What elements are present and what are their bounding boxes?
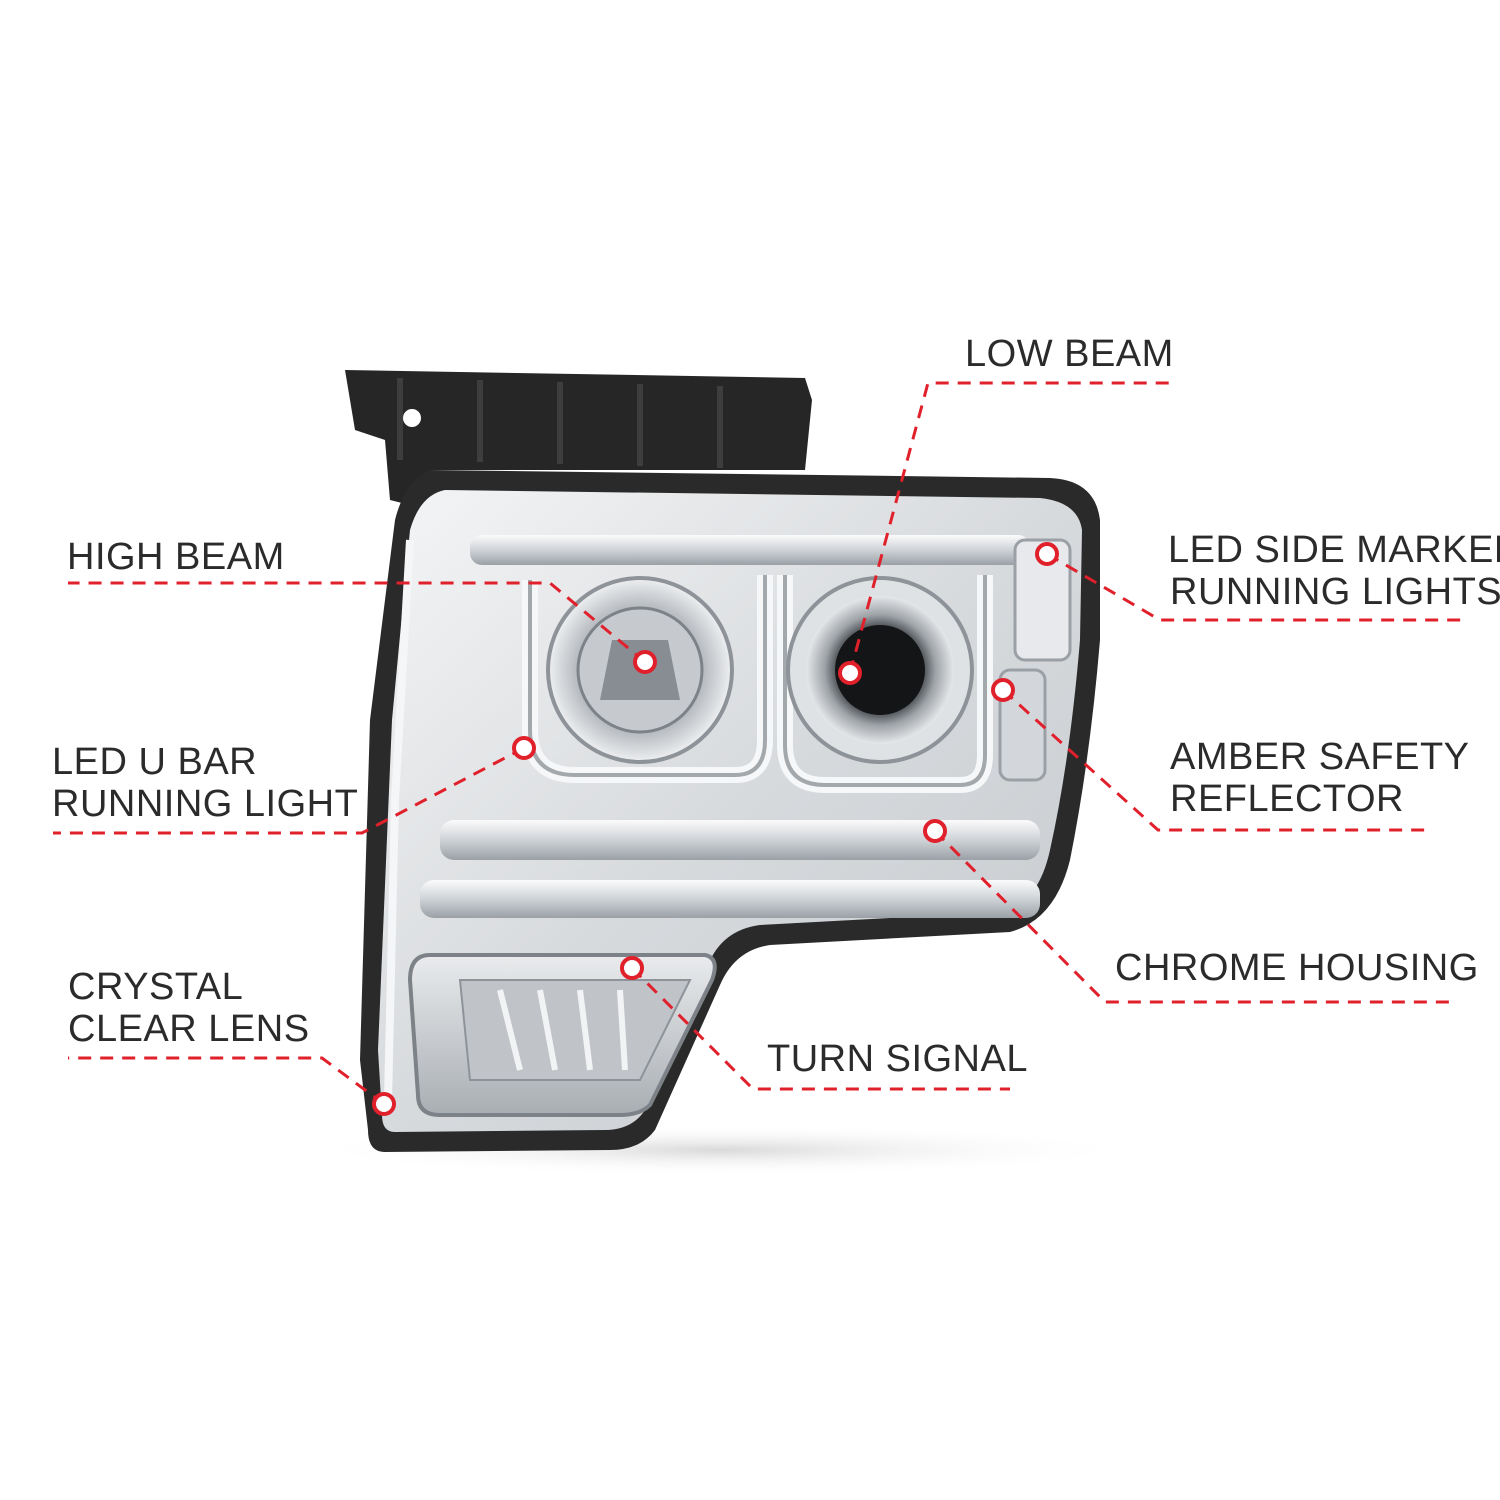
turn-signal-callout-dot bbox=[620, 956, 644, 980]
led-u-bar-callout-dot bbox=[512, 736, 536, 760]
chrome-bar-2 bbox=[420, 880, 1040, 918]
led-side-marker-callout-dot bbox=[1035, 542, 1059, 566]
crystal-clear-label-line2: CLEAR LENS bbox=[68, 1008, 310, 1050]
amber-safety-label-line2: REFLECTOR bbox=[1170, 778, 1404, 820]
turn-signal-callout-line bbox=[630, 966, 1010, 1091]
chrome-housing-callout-dot bbox=[923, 819, 947, 843]
low-beam-label: LOW BEAM bbox=[965, 333, 1174, 375]
amber-safety-callout-dot bbox=[991, 678, 1015, 702]
high-beam-label: HIGH BEAM bbox=[67, 536, 285, 578]
low-beam-projector bbox=[786, 576, 974, 764]
left-lens-edge bbox=[384, 539, 414, 1101]
led-u-bar-callout-line bbox=[53, 746, 525, 835]
mounting-bracket bbox=[345, 370, 812, 510]
low-beam-callout-dot bbox=[838, 661, 862, 685]
led-side-marker-label-line2: RUNNING LIGHTS bbox=[1170, 571, 1500, 613]
crystal-clear-callout-dot bbox=[372, 1092, 396, 1116]
chrome-housing-callout-line bbox=[933, 829, 1452, 1004]
led-u-bar-label-line1: LED U BAR bbox=[52, 741, 258, 783]
amber-safety-label-line1: AMBER SAFETY bbox=[1170, 736, 1470, 778]
side-marker-lens bbox=[1013, 538, 1072, 662]
led-side-marker-callout-line bbox=[1046, 552, 1465, 622]
chrome-housing-label: CHROME HOUSING bbox=[1115, 947, 1479, 989]
turn-signal-label: TURN SIGNAL bbox=[767, 1038, 1028, 1080]
crystal-clear-label-line1: CRYSTAL bbox=[68, 966, 244, 1008]
top-chrome-strip bbox=[470, 535, 1030, 565]
turn-signal-pocket bbox=[407, 953, 717, 1117]
led-u-bar-label-line2: RUNNING LIGHT bbox=[52, 783, 359, 825]
crystal-clear-callout-line bbox=[68, 1056, 385, 1106]
low-beam-callout-line bbox=[848, 381, 1170, 674]
led-side-marker-label-line1: LED SIDE MARKER bbox=[1168, 529, 1500, 571]
chrome-bar-1 bbox=[440, 820, 1040, 860]
high-beam-callout-line bbox=[68, 581, 646, 664]
amber-safety-callout-line bbox=[1001, 688, 1430, 832]
high-beam-callout-dot bbox=[633, 650, 657, 674]
